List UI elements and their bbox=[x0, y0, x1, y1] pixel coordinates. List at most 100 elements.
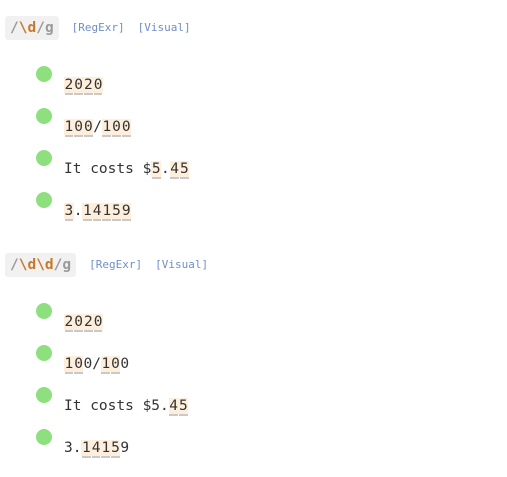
match-char: 1 bbox=[102, 119, 112, 137]
match-highlight: 5 bbox=[151, 161, 162, 179]
match-char: 1 bbox=[101, 440, 111, 458]
plain-text: 3. bbox=[64, 440, 82, 456]
regex-pattern: /\d\d/g bbox=[5, 253, 77, 277]
plain-text: It costs $5. bbox=[64, 398, 169, 414]
bullet-icon bbox=[36, 387, 52, 403]
match-char: 2 bbox=[64, 314, 74, 332]
regex-header: /\d\d/g [RegExr] [Visual] bbox=[5, 253, 208, 277]
plain-text: / bbox=[93, 119, 102, 135]
regex-flag: g bbox=[44, 20, 54, 36]
match-highlight: 1 bbox=[101, 119, 112, 137]
match-char: 4 bbox=[91, 440, 101, 458]
match-char: 0 bbox=[74, 356, 83, 374]
test-string: 3.14159 bbox=[64, 439, 129, 458]
match-highlight: 1 bbox=[101, 203, 112, 221]
match-char: 0 bbox=[74, 119, 83, 137]
bullet-icon bbox=[36, 150, 52, 166]
plain-text: It costs $ bbox=[64, 161, 152, 177]
match-char: 0 bbox=[74, 314, 83, 332]
match-char: 0 bbox=[74, 77, 83, 95]
bullet-icon bbox=[36, 192, 52, 208]
match-highlight: 15 bbox=[100, 440, 121, 458]
regex-flag: g bbox=[62, 257, 72, 273]
regex-delimiter: / bbox=[10, 257, 19, 273]
regex-token: \d bbox=[18, 257, 37, 273]
match-highlight: 5 bbox=[179, 161, 190, 179]
regex-pattern: /\d/g bbox=[5, 16, 59, 40]
match-char: 0 bbox=[93, 77, 103, 95]
match-char: 0 bbox=[111, 356, 120, 374]
match-highlight: 4 bbox=[169, 161, 180, 179]
test-string: 2020 bbox=[64, 76, 103, 95]
bullet-icon bbox=[36, 66, 52, 82]
bullet-icon bbox=[36, 345, 52, 361]
regexr-link[interactable]: [RegExr] bbox=[89, 258, 143, 271]
bullet-icon bbox=[36, 429, 52, 445]
match-char: 4 bbox=[92, 203, 102, 221]
match-char: 1 bbox=[101, 356, 111, 374]
match-highlight: 10 bbox=[64, 356, 84, 374]
match-char: 1 bbox=[64, 356, 74, 374]
match-highlight: 45 bbox=[168, 398, 189, 416]
visual-link[interactable]: [Visual] bbox=[137, 21, 191, 34]
plain-text: 9 bbox=[120, 440, 130, 456]
match-highlight: 20 bbox=[64, 314, 84, 332]
regex-delimiter: / bbox=[53, 257, 63, 273]
match-char: 2 bbox=[83, 314, 93, 332]
match-char: 5 bbox=[180, 161, 189, 179]
visual-link[interactable]: [Visual] bbox=[155, 258, 209, 271]
test-string: 100/100 bbox=[64, 355, 129, 374]
test-string: 100/100 bbox=[64, 118, 132, 137]
match-char: 4 bbox=[169, 398, 178, 416]
match-highlight: 5 bbox=[111, 203, 122, 221]
match-highlight: 0 bbox=[83, 119, 94, 137]
match-char: 5 bbox=[179, 398, 188, 416]
regex-token: \d bbox=[18, 20, 37, 36]
match-highlight: 10 bbox=[100, 356, 121, 374]
bullet-icon bbox=[36, 303, 52, 319]
match-highlight: 2 bbox=[83, 77, 94, 95]
plain-text: . bbox=[161, 161, 170, 177]
match-char: 0 bbox=[112, 119, 121, 137]
match-char: 0 bbox=[93, 314, 103, 332]
match-char: 5 bbox=[111, 440, 120, 458]
match-highlight: 9 bbox=[121, 203, 132, 221]
match-char: 5 bbox=[151, 161, 161, 179]
match-char: 9 bbox=[121, 203, 131, 221]
match-highlight: 0 bbox=[73, 77, 84, 95]
match-char: 4 bbox=[170, 161, 180, 179]
match-char: 2 bbox=[83, 77, 93, 95]
bullet-icon bbox=[36, 108, 52, 124]
plain-text: . bbox=[73, 203, 83, 219]
match-char: 1 bbox=[82, 203, 92, 221]
match-highlight: 2 bbox=[64, 77, 74, 95]
regex-delimiter: / bbox=[10, 20, 19, 36]
match-highlight: 0 bbox=[111, 119, 122, 137]
match-char: 2 bbox=[64, 77, 74, 95]
regex-header: /\d/g [RegExr] [Visual] bbox=[5, 16, 191, 40]
match-char: 1 bbox=[64, 119, 74, 137]
match-highlight: 20 bbox=[83, 314, 103, 332]
plain-text: 0/ bbox=[83, 356, 101, 372]
match-highlight: 1 bbox=[82, 203, 93, 221]
match-highlight: 4 bbox=[92, 203, 102, 221]
match-highlight: 3 bbox=[64, 203, 74, 221]
match-highlight: 14 bbox=[81, 440, 101, 458]
test-string: It costs $5.45 bbox=[64, 397, 189, 416]
match-highlight: 0 bbox=[93, 77, 103, 95]
match-char: 5 bbox=[112, 203, 121, 221]
regex-token: \d bbox=[36, 257, 54, 273]
test-string: It costs $5.45 bbox=[64, 160, 190, 179]
test-string: 3.14159 bbox=[64, 202, 132, 221]
match-char: 1 bbox=[81, 440, 91, 458]
match-highlight: 1 bbox=[64, 119, 74, 137]
match-char: 0 bbox=[83, 119, 93, 137]
match-char: 0 bbox=[121, 119, 131, 137]
regex-delimiter: / bbox=[36, 20, 45, 36]
regexr-link[interactable]: [RegExr] bbox=[71, 21, 125, 34]
match-highlight: 0 bbox=[121, 119, 132, 137]
test-string: 2020 bbox=[64, 313, 103, 332]
match-char: 1 bbox=[102, 203, 112, 221]
plain-text: 0 bbox=[120, 356, 130, 372]
match-highlight: 0 bbox=[73, 119, 84, 137]
